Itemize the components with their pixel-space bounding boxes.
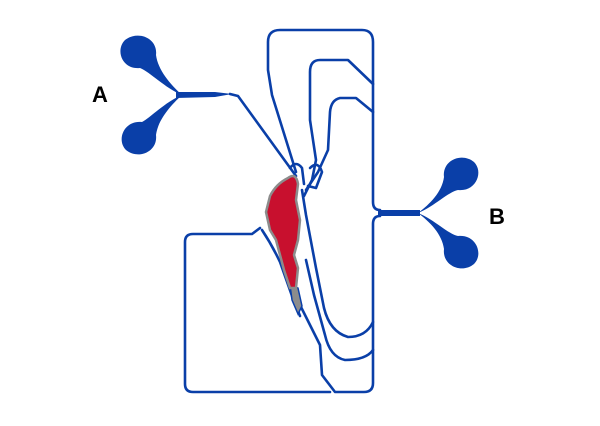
label-b: B: [489, 204, 505, 229]
inlet-a-trifurcation: [120, 35, 232, 155]
red-region: [264, 174, 302, 290]
outlet-b-trifurcation: [378, 157, 479, 269]
channels: [183, 28, 382, 394]
label-a: A: [92, 82, 108, 107]
tail-region: [289, 283, 303, 316]
